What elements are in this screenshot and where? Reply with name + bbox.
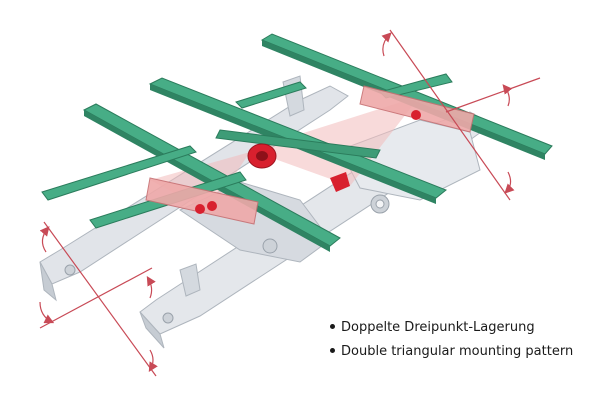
green-subframe (41, 33, 553, 252)
chassis-bracket (179, 263, 201, 297)
chassis-bolt (375, 199, 385, 209)
indicator-line (445, 77, 541, 113)
indicator-line (389, 29, 511, 201)
caption-list: Doppelte Dreipunkt-Lagerung Double trian… (330, 316, 573, 364)
mount-bushing-small (330, 172, 350, 192)
mount-bushing-red (411, 110, 421, 120)
caption-english: Double triangular mounting pattern (330, 340, 573, 364)
bullet-icon (330, 348, 335, 353)
subframe-member-side (84, 110, 330, 252)
caption-german: Doppelte Dreipunkt-Lagerung (330, 316, 573, 340)
chassis-rail-right-lower (139, 311, 165, 349)
caption-text: Double triangular mounting pattern (341, 344, 574, 359)
mounting-points (145, 85, 475, 225)
arrow-up-icon (39, 226, 50, 253)
arrow-down-icon (39, 301, 55, 324)
mount-bushing-large-inner (256, 151, 268, 161)
mount-block-rear (359, 85, 475, 133)
subframe-brace (215, 129, 381, 159)
mount-triangle-front (150, 152, 250, 212)
arrow-up-icon (381, 32, 392, 57)
arrow-down-icon (504, 171, 515, 194)
indicator-line (43, 221, 157, 377)
chassis-bolt (64, 264, 76, 276)
arrow-up-icon (502, 84, 513, 107)
subframe-crossmember (235, 81, 307, 109)
chassis-bolt (262, 238, 278, 254)
mount-bushing-red (207, 201, 217, 211)
arrow-up-icon (146, 275, 156, 299)
indicator-line (39, 267, 153, 329)
mount-block-front (145, 177, 259, 225)
caption-text: Doppelte Dreipunkt-Lagerung (341, 320, 535, 335)
chassis-bolt (162, 312, 174, 324)
chassis-rail-left-lower (39, 261, 57, 302)
motion-indicators (39, 29, 541, 377)
arrow-down-icon (148, 349, 158, 373)
mount-triangle-rear (250, 96, 420, 186)
subframe-crossmember (41, 145, 197, 201)
bullet-icon (330, 324, 335, 329)
triangle-mount-planes (150, 96, 420, 212)
mount-bushing-red (195, 204, 205, 214)
